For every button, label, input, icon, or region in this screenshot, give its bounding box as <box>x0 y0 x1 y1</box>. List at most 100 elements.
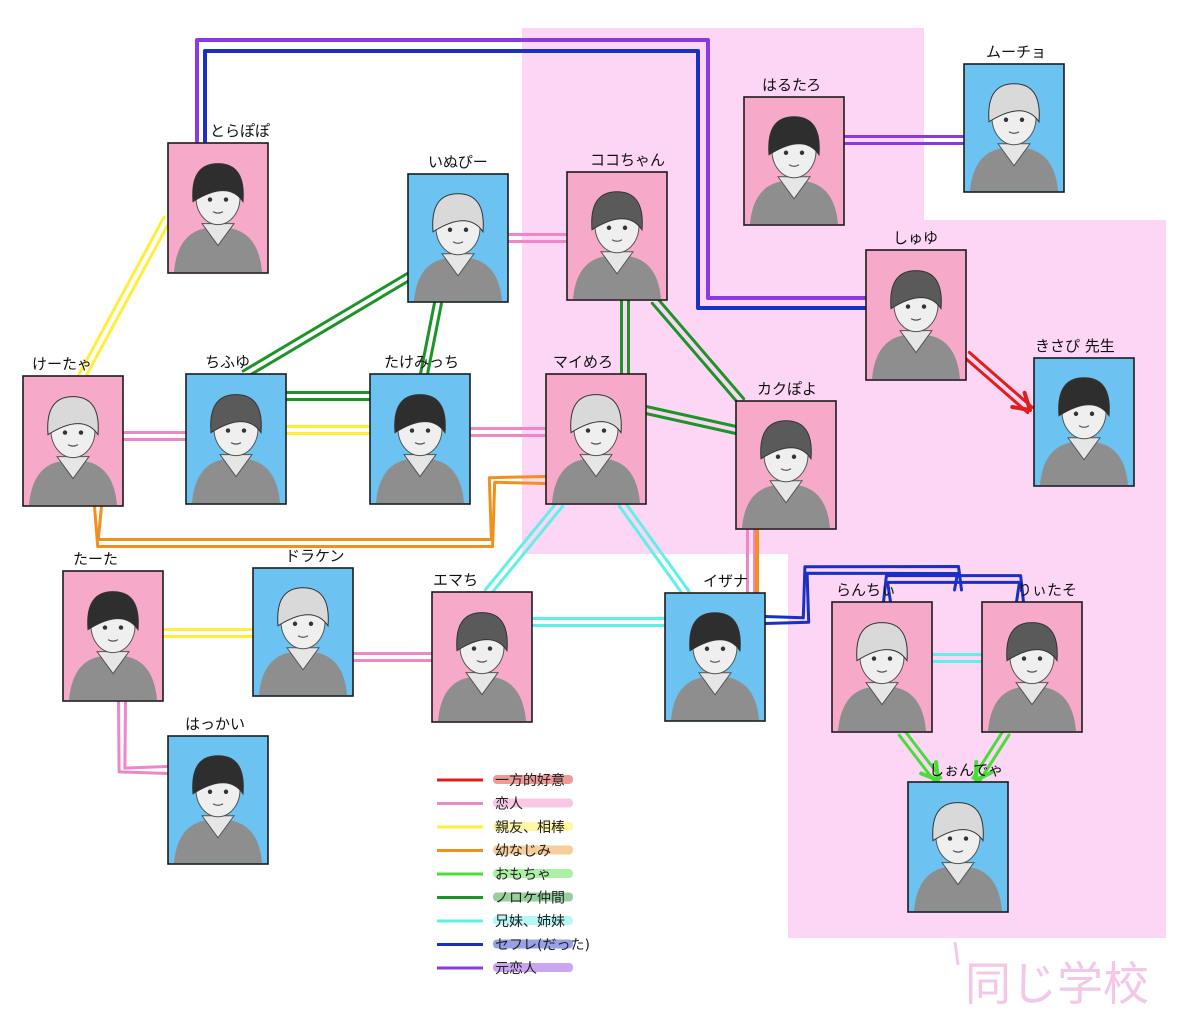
portrait-illustration <box>671 612 759 720</box>
relation-line-siblings <box>617 500 691 597</box>
portrait-illustration <box>742 420 830 528</box>
relation-arrowhead <box>974 760 995 782</box>
character-card-hakkai[interactable]: はっかい <box>167 715 269 865</box>
character-card-shuyu[interactable]: しゅゆ <box>865 229 967 381</box>
character-name-kokochan: ココちゃん <box>590 151 665 169</box>
character-card-maimero[interactable]: マイめろ <box>545 353 647 505</box>
portrait-illustration <box>192 394 280 503</box>
character-card-inupi[interactable]: いぬぴー <box>407 153 509 303</box>
portrait-illustration <box>29 396 117 505</box>
school-zone-label: 同じ学校 <box>965 957 1149 1011</box>
portrait-illustration <box>573 191 661 299</box>
portrait-illustration <box>552 394 640 503</box>
legend-label: 兄妹、姉妹 <box>495 914 565 930</box>
character-name-ketcha: けーたゃ <box>32 355 92 373</box>
portrait-illustration <box>438 612 526 721</box>
relation-line-dumb-couple <box>284 391 372 401</box>
legend-highlight <box>493 822 573 831</box>
relation-line-lovers <box>351 652 434 662</box>
character-name-takemicchi: たけみっち <box>384 353 459 371</box>
relation-line-one-sided <box>963 350 1034 415</box>
legend-label: 一方的好意 <box>495 772 565 789</box>
relation-line-sefure <box>203 49 868 310</box>
character-card-ranchi[interactable]: らんちぃ <box>831 581 933 733</box>
character-card-kakupoyo[interactable]: カクぽよ <box>735 380 837 530</box>
character-card-shinnichiya[interactable]: しぉんでゃ <box>907 761 1009 913</box>
portrait-illustration <box>872 270 960 379</box>
character-card-mucho[interactable]: ムーチョ <box>963 43 1065 193</box>
legend-highlight <box>493 869 573 878</box>
character-card-kokochan[interactable]: ココちゃん <box>566 151 668 301</box>
legend-item: 恋人 <box>437 796 573 813</box>
character-name-hakkai: はっかい <box>185 715 245 733</box>
character-name-rittaso: りぃたそ <box>1017 581 1077 599</box>
legend-item: ノロケ仲間 <box>437 891 573 907</box>
character-name-maimero: マイめろ <box>553 353 613 371</box>
character-card-izana[interactable]: イザナ <box>664 572 766 722</box>
legend-item: 親友、相棒 <box>437 820 573 836</box>
relation-line-ex-lover <box>842 135 966 145</box>
relation-line-best-friend <box>284 425 372 435</box>
portrait-illustration <box>838 622 926 731</box>
school-zone-tick <box>953 941 960 966</box>
relation-line-best-friend <box>161 628 255 638</box>
character-name-tata: たーた <box>73 550 118 568</box>
relation-arrowhead <box>919 760 940 782</box>
legend-label: 恋人 <box>495 796 523 813</box>
character-card-draken[interactable]: ドラケン <box>252 547 354 697</box>
relation-line-childhood <box>93 475 548 548</box>
character-name-kakupoyo: カクぽよ <box>757 380 817 398</box>
legend-item: おもちゃ <box>437 867 573 883</box>
relation-line-dumb-couple <box>650 297 746 405</box>
character-card-torapopo[interactable]: とらぽぽ <box>167 122 270 274</box>
relation-line-lovers <box>121 431 188 441</box>
character-card-harutaro[interactable]: はるたろ <box>743 76 845 226</box>
portrait-illustration <box>988 622 1076 731</box>
relation-line-ex-lover <box>195 38 868 300</box>
portrait-illustration <box>259 587 347 695</box>
character-card-emachi[interactable]: エマち <box>431 571 533 723</box>
legend-highlight <box>493 916 573 925</box>
character-name-inupi: いぬぴー <box>428 153 488 171</box>
character-name-draken: ドラケン <box>285 547 345 565</box>
character-card-takemicchi[interactable]: たけみっち <box>369 353 471 505</box>
legend-label: 元恋人 <box>495 960 537 977</box>
portrait-illustration <box>970 83 1058 191</box>
school-zone: 同じ学校 <box>522 28 1166 1011</box>
relation-line-best-friend <box>77 215 172 380</box>
character-card-kisapi[interactable]: きさぴ 先生 <box>1033 337 1135 487</box>
relation-line-dumb-couple <box>620 299 630 376</box>
legend-item: 一方的好意 <box>437 772 573 789</box>
relation-line-lovers <box>746 527 756 595</box>
relation-line-lovers <box>468 427 548 437</box>
relation-line-toy <box>971 729 1011 784</box>
relation-arrowhead <box>1010 390 1032 412</box>
character-name-izana: イザナ <box>703 572 748 590</box>
relation-line-siblings <box>530 617 667 627</box>
legend-item: 元恋人 <box>437 960 573 977</box>
relationship-lines <box>77 38 1034 784</box>
legend-highlight <box>493 845 573 855</box>
relation-line-dumb-couple <box>419 300 443 377</box>
portrait-illustration <box>376 394 464 503</box>
character-name-torapopo: とらぽぽ <box>210 122 270 140</box>
character-card-ketcha[interactable]: けーたゃ <box>22 355 124 507</box>
legend-highlight <box>493 892 573 902</box>
character-card-tata[interactable]: たーた <box>62 550 164 702</box>
relation-line-sefure <box>882 574 1025 604</box>
legend-item: 兄妹、姉妹 <box>437 914 573 930</box>
character-card-rittaso[interactable]: りぃたそ <box>981 581 1083 733</box>
legend-label: 親友、相棒 <box>495 820 565 836</box>
legend-label: セフレ(だった) <box>495 938 590 954</box>
portrait-illustration <box>414 193 502 301</box>
legend-label: 幼なじみ <box>495 844 551 860</box>
character-name-chifuyu: ちふゆ <box>205 353 250 371</box>
portrait-illustration <box>1040 377 1128 485</box>
relation-line-dumb-couple <box>643 405 739 435</box>
character-name-harutaro: はるたろ <box>762 76 821 94</box>
character-card-chifuyu[interactable]: ちふゆ <box>185 353 287 505</box>
legend-label: ノロケ仲間 <box>495 891 565 907</box>
legend-item: 幼なじみ <box>437 844 573 860</box>
